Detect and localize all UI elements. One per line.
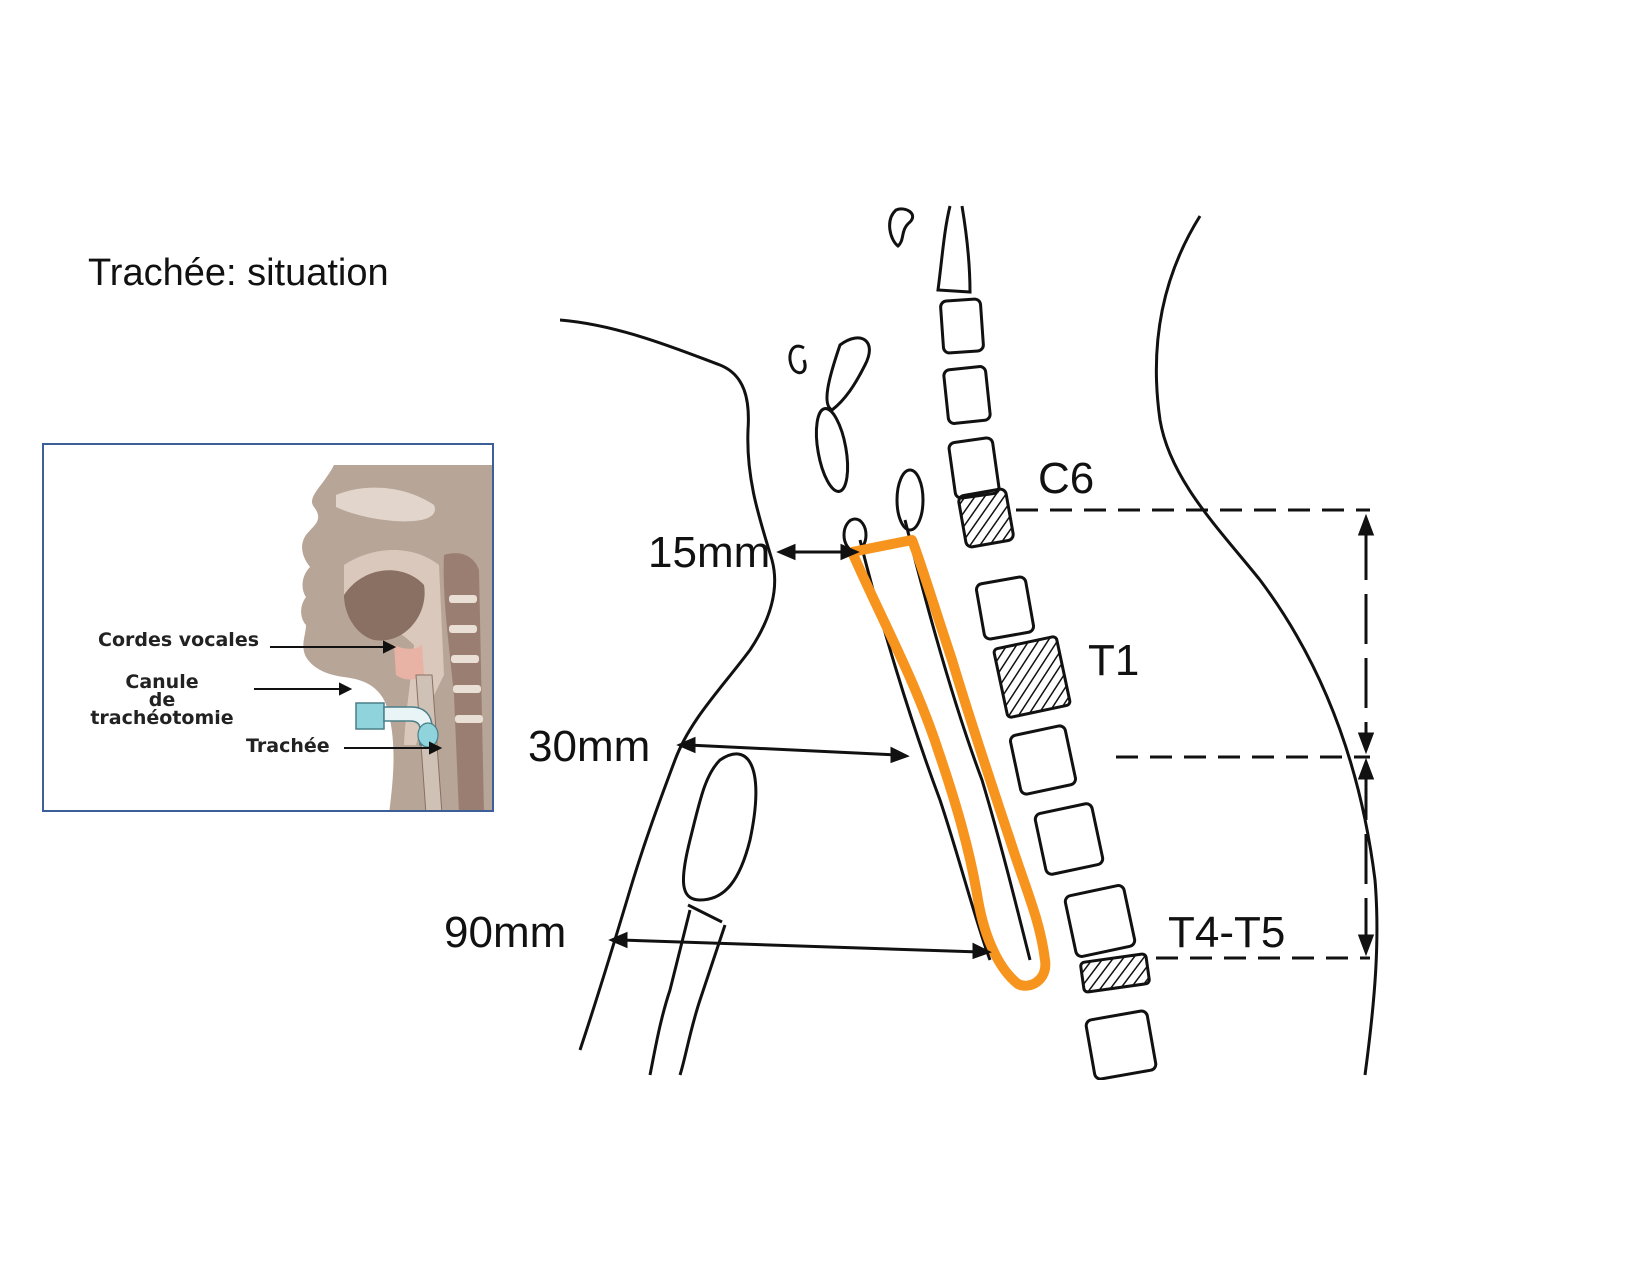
tracheotomy-illustration [254,465,492,810]
tongue [344,570,425,641]
trachea-label: Trachée [246,735,330,757]
vertebra-t1 [992,635,1072,719]
depth-arrows [608,543,992,960]
measurement-15mm: 15mm [648,528,771,577]
hatched-vertebrae [957,487,1151,994]
vertebra-c6 [957,487,1015,549]
cannula-flange [355,702,385,730]
trachea-highlight [847,535,1051,991]
cannula-cuff [417,722,439,748]
vertebra-label-c6: C6 [1038,454,1095,503]
cervical-spine [443,553,484,810]
inset-arrows [254,640,443,755]
cannula-label-line1: Canule [125,671,199,693]
skull-base [888,205,972,294]
neck-diagram [559,205,1379,1081]
vertebrae-discs [449,595,483,723]
vertebral-column [939,297,1158,1081]
vertebra-t4-t5 [1079,952,1151,994]
measurement-30mm: 30mm [528,722,651,771]
cannula-label: Canule de trachéotomie [82,671,242,729]
measurement-90mm: 90mm [444,908,567,957]
slide-title: Trachée: situation [88,252,389,294]
vertebra-label-t4-t5: T4-T5 [1168,908,1286,957]
larynx [394,645,424,680]
vertebra-label-t1: T1 [1088,636,1140,685]
cannula-label-line2: de trachéotomie [90,689,234,729]
nasal-cavity [336,487,435,522]
vocal-cords-label: Cordes vocales [98,629,260,651]
tracheotomy-inset: Cordes vocales Canule de trachéotomie Tr… [42,443,494,812]
level-markers [1016,508,1375,960]
neck-cross-section: 15mm 30mm 90mm C6 T1 T4-T5 [444,200,1460,1085]
body-outlines [559,215,1379,1076]
head-silhouette [301,465,492,810]
